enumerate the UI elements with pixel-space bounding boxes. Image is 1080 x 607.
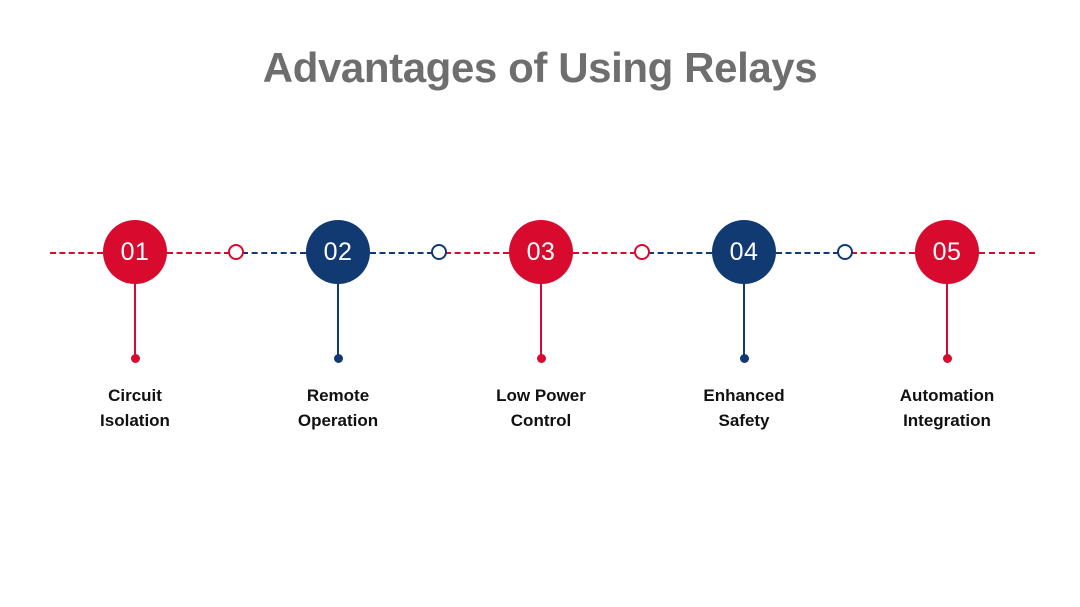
timeline-node-05[interactable]: 05	[915, 220, 979, 284]
stem-end-dot-02	[333, 354, 343, 363]
node-stem-02	[337, 276, 339, 360]
connector-ring-2	[431, 244, 447, 260]
timeline-node-04[interactable]: 04	[712, 220, 776, 284]
page-title: Advantages of Using Relays	[262, 44, 818, 91]
connector-ring-1	[228, 244, 244, 260]
segment-04-to-ring-4	[776, 252, 839, 254]
stem-end-dot-05	[942, 354, 952, 363]
node-label-line-2: Operation	[297, 411, 379, 430]
segment-right-end	[979, 252, 1035, 254]
node-stem-03	[540, 276, 542, 360]
segment-ring-3-to-04	[648, 252, 712, 254]
stem-end-dot-01	[130, 354, 140, 363]
timeline-node-01[interactable]: 01	[103, 220, 167, 284]
node-label-line-2: Safety	[718, 411, 770, 430]
connector-ring-3	[634, 244, 650, 260]
stem-end-dot-04	[739, 354, 749, 363]
segment-ring-1-to-02	[242, 252, 306, 254]
node-stem-05	[946, 276, 948, 360]
node-label-line-2: Control	[510, 411, 572, 430]
node-stem-04	[743, 276, 745, 360]
stem-end-dot-03	[536, 354, 546, 363]
node-label-line-1: Remote	[306, 386, 370, 405]
node-stem-01	[134, 276, 136, 360]
timeline-node-02[interactable]: 02	[306, 220, 370, 284]
segment-03-to-ring-3	[573, 252, 636, 254]
node-label-line-2: Isolation	[100, 411, 170, 430]
segment-01-to-ring-1	[167, 252, 230, 254]
node-label-line-1: Circuit	[108, 386, 162, 405]
segment-02-to-ring-2	[370, 252, 433, 254]
segment-ring-2-to-03	[445, 252, 509, 254]
node-label-line-2: Integration	[903, 411, 991, 430]
timeline-node-03[interactable]: 03	[509, 220, 573, 284]
segment-left-end	[50, 252, 103, 254]
node-label-line-1: Low Power	[496, 386, 586, 405]
node-label-line-1: Enhanced	[703, 386, 785, 405]
segment-ring-4-to-05	[851, 252, 915, 254]
connector-ring-4	[837, 244, 853, 260]
node-label-line-1: Automation	[899, 386, 995, 405]
